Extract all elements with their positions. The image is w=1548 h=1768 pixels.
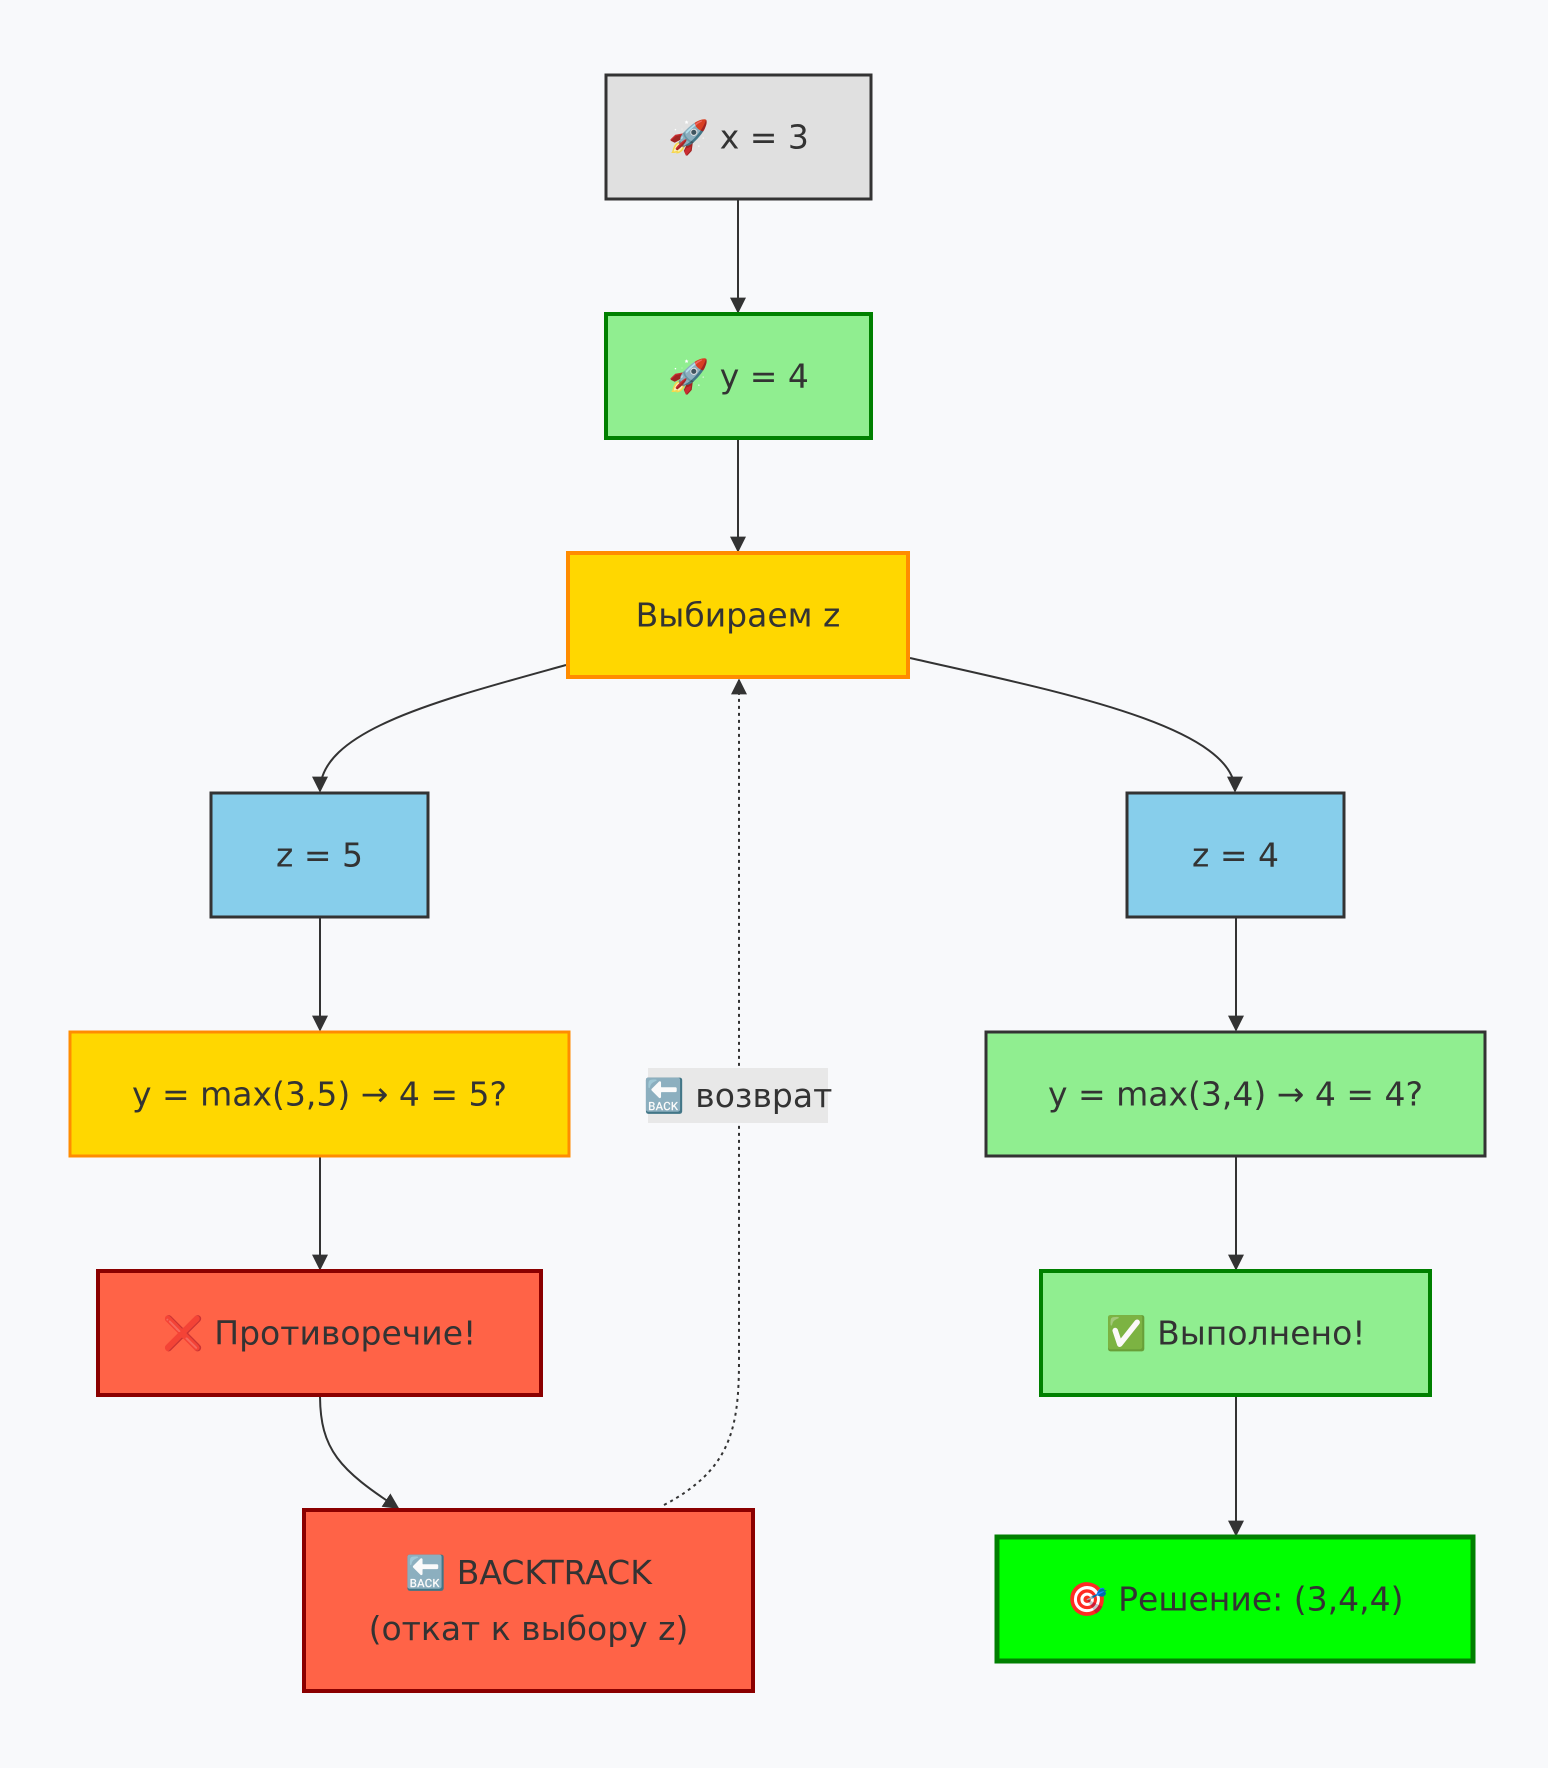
- node-label: 🔙 BACKTRACK: [405, 1553, 653, 1592]
- node-n11: 🎯 Решение: (3,4,4): [994, 1534, 1476, 1664]
- node-box: [566, 551, 910, 679]
- edge-n3-n4: [312, 664, 567, 793]
- edge-n3-n5: [909, 657, 1243, 793]
- edge-n8-n10: [319, 1394, 400, 1509]
- node-n7: y = max(3,4) → 4 = 4?: [984, 1030, 1487, 1158]
- node-label: y = max(3,4) → 4 = 4?: [1048, 1075, 1423, 1114]
- node-label: ❌ Противоречие!: [163, 1314, 477, 1354]
- edge-n10-n3: [663, 678, 747, 1506]
- node-label: z = 4: [1192, 836, 1279, 875]
- node-label: z = 5: [276, 836, 363, 875]
- edge-label-background: [648, 1068, 828, 1123]
- node-n5: z = 4: [1125, 791, 1346, 919]
- node-box: [604, 73, 873, 201]
- node-box: [302, 1508, 755, 1693]
- node-n8: ❌ Противоречие!: [96, 1269, 543, 1397]
- node-label: (откат к выбору z): [369, 1609, 689, 1648]
- node-box: [68, 1030, 571, 1158]
- node-label: ✅ Выполнено!: [1105, 1314, 1365, 1353]
- node-box: [1039, 1269, 1432, 1397]
- node-label: 🚀 x = 3: [668, 118, 809, 157]
- edges-layer: [312, 199, 1244, 1537]
- edge-label-n10-n3: 🔙 возврат: [644, 1068, 833, 1123]
- node-box: [96, 1269, 543, 1397]
- node-label: y = max(3,5) → 4 = 5?: [132, 1075, 507, 1114]
- node-n1: 🚀 x = 3: [604, 73, 873, 201]
- node-label: Выбираем z: [636, 596, 841, 635]
- node-n6: y = max(3,5) → 4 = 5?: [68, 1030, 571, 1158]
- node-label: 🚀 y = 4: [668, 357, 809, 396]
- edge-labels-layer: 🔙 возврат: [644, 1068, 833, 1123]
- node-box: [1125, 791, 1346, 919]
- node-n2: 🚀 y = 4: [604, 312, 873, 440]
- node-n10: 🔙 BACKTRACK (откат к выбору z): [302, 1508, 755, 1693]
- node-box: [209, 791, 430, 919]
- node-box: [984, 1030, 1487, 1158]
- nodes-layer: 🚀 x = 3 🚀 y = 4 Выбираем z z = 5 z = 4 y = ma…: [68, 73, 1487, 1693]
- node-n3: Выбираем z: [566, 551, 910, 679]
- node-box: [994, 1534, 1476, 1664]
- node-box: [604, 312, 873, 440]
- node-label: 🎯 Решение: (3,4,4): [1067, 1580, 1404, 1619]
- edge-label-text: 🔙 возврат: [644, 1076, 833, 1115]
- node-n9: ✅ Выполнено!: [1039, 1269, 1432, 1397]
- node-n4: z = 5: [209, 791, 430, 919]
